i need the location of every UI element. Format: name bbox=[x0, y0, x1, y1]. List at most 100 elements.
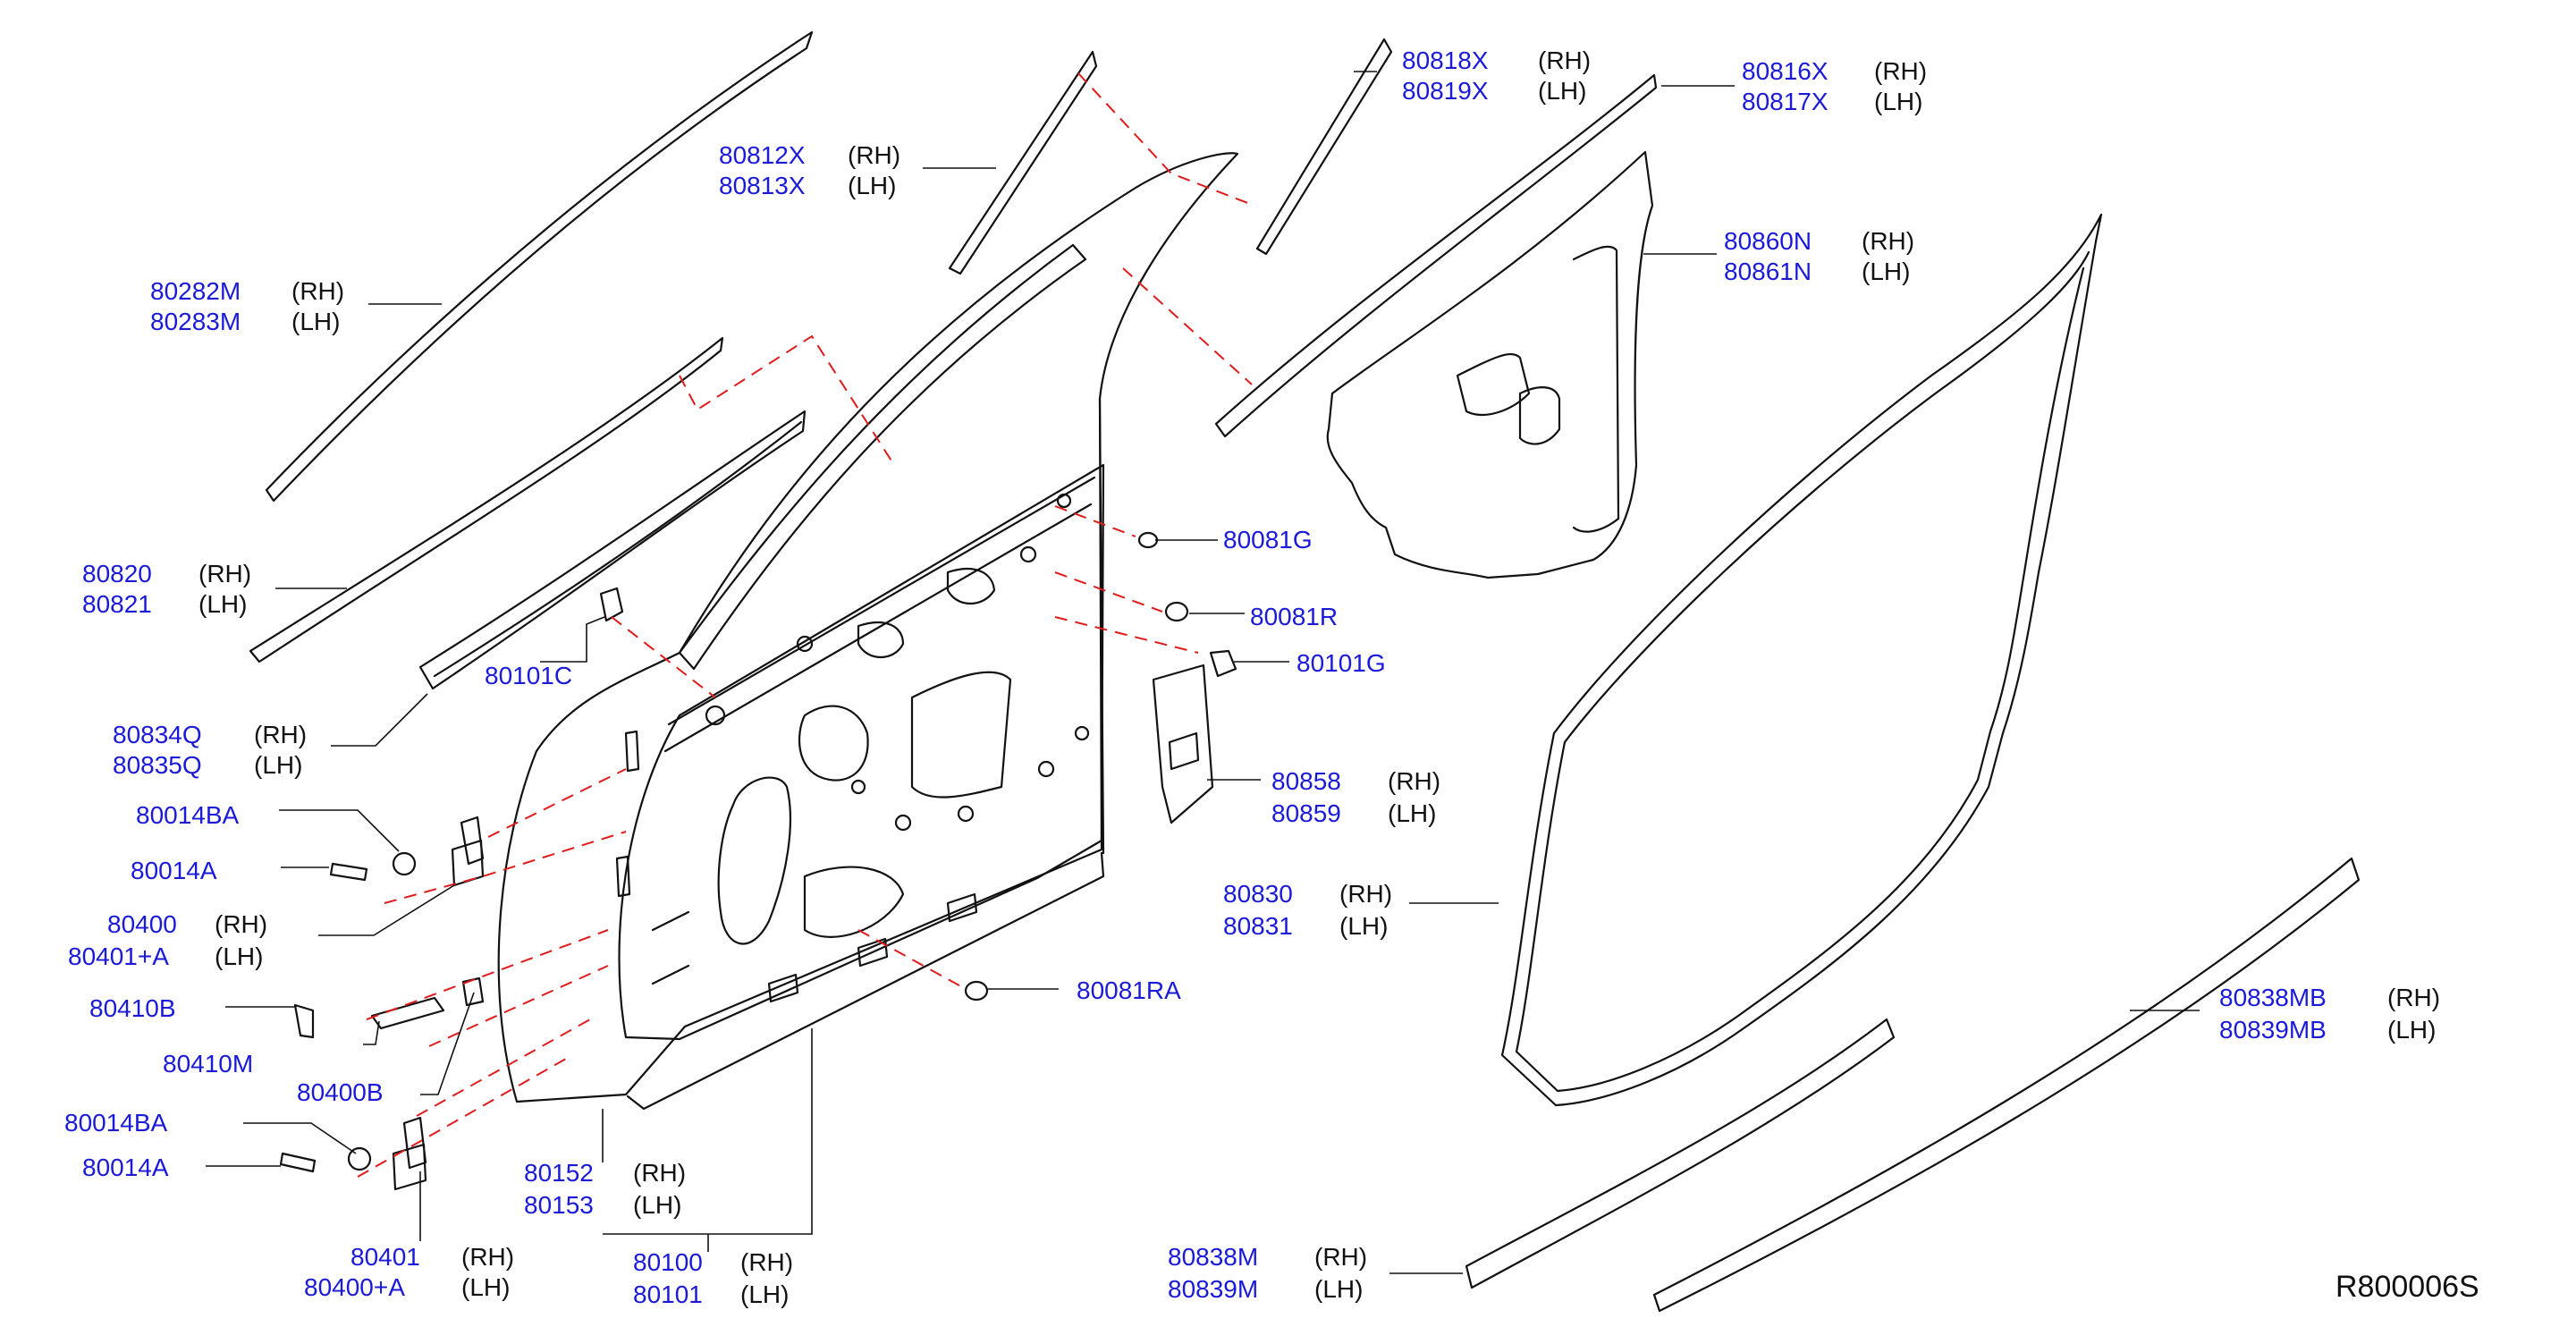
callout-number[interactable]: 80859 bbox=[1271, 799, 1341, 827]
hinge-bolt-lower bbox=[279, 1152, 317, 1173]
roof-molding-part bbox=[265, 30, 814, 503]
callout-side: (RH) bbox=[740, 1248, 794, 1276]
callout-number[interactable]: 80400B bbox=[297, 1078, 384, 1106]
sash-molding-part bbox=[1255, 38, 1393, 256]
callout-number[interactable]: 80839MB bbox=[2219, 1016, 2327, 1044]
callout-number[interactable]: 80401 bbox=[351, 1243, 420, 1271]
callout-number[interactable]: 80830 bbox=[1223, 880, 1293, 908]
clip-c-part bbox=[599, 587, 624, 622]
lower-hinge-part bbox=[392, 1116, 427, 1191]
callout-number[interactable]: 80081R bbox=[1250, 603, 1339, 630]
callout-number[interactable]: 80819X bbox=[1402, 77, 1489, 105]
callout-side: (LH) bbox=[198, 590, 248, 618]
callout-side: (LH) bbox=[848, 172, 897, 199]
callout-number[interactable]: 80081G bbox=[1223, 526, 1313, 554]
check-bolt bbox=[293, 1003, 315, 1039]
plug-r-part bbox=[1164, 601, 1189, 622]
callout-side: (RH) bbox=[633, 1159, 687, 1187]
leader-80410M bbox=[363, 1020, 380, 1045]
callout-side: (RH) bbox=[254, 721, 308, 748]
sealing-screen-part bbox=[1152, 664, 1214, 824]
leader-80400 bbox=[318, 884, 455, 936]
callout-number[interactable]: 80283M bbox=[150, 308, 241, 335]
callout-number[interactable]: 80400 bbox=[107, 910, 177, 938]
hinge-bolt-upper bbox=[329, 862, 368, 882]
callout-number[interactable]: 80861N bbox=[1724, 258, 1812, 285]
callout-side: (RH) bbox=[1314, 1243, 1368, 1271]
grommet-g-part bbox=[1137, 531, 1159, 549]
callout-number[interactable]: 80860N bbox=[1724, 227, 1812, 255]
callout-side: (LH) bbox=[1862, 258, 1911, 285]
callout-number[interactable]: 80831 bbox=[1223, 912, 1293, 940]
sealing-screen-large-part bbox=[1326, 150, 1654, 579]
callout-number[interactable]: 80101G bbox=[1296, 649, 1386, 677]
callout-number[interactable]: 80838MB bbox=[2219, 984, 2327, 1011]
diagram-code: R800006S bbox=[2335, 1270, 2479, 1304]
callout-number[interactable]: 80101 bbox=[633, 1281, 703, 1308]
callout-side: (LH) bbox=[1339, 912, 1389, 940]
callout-number[interactable]: 80817X bbox=[1742, 88, 1829, 115]
callout-number[interactable]: 80812X bbox=[719, 141, 806, 169]
callout-number[interactable]: 80101C bbox=[485, 662, 573, 689]
callout-number[interactable]: 80835Q bbox=[113, 751, 202, 779]
leader-80014BA bbox=[279, 809, 400, 852]
callout-number[interactable]: 80838M bbox=[1168, 1243, 1259, 1271]
upper-molding-part bbox=[1214, 73, 1658, 438]
clip-g-part bbox=[1209, 649, 1237, 678]
callout-side: (LH) bbox=[254, 751, 303, 779]
upper-hinge-part bbox=[451, 816, 485, 887]
callout-number[interactable]: 80839M bbox=[1168, 1275, 1259, 1303]
door-inner-panel bbox=[618, 463, 1105, 1041]
callout-side: (RH) bbox=[1388, 767, 1441, 795]
belt-molding-part bbox=[249, 336, 724, 664]
callout-side: (LH) bbox=[1314, 1275, 1364, 1303]
callout-number[interactable]: 80014BA bbox=[64, 1109, 168, 1137]
callout-number[interactable]: 80816X bbox=[1742, 57, 1829, 85]
callout-side: (LH) bbox=[2387, 1016, 2437, 1044]
hinge-nut-lower bbox=[347, 1146, 372, 1171]
callout-side: (RH) bbox=[2387, 984, 2441, 1011]
callout-side: (LH) bbox=[1388, 799, 1437, 827]
door-assembly bbox=[497, 152, 1239, 1111]
callout-side: (RH) bbox=[461, 1243, 515, 1271]
pillar-garnish-part bbox=[948, 50, 1098, 275]
door-outer-skin bbox=[497, 152, 1239, 1103]
callout-number[interactable]: 80820 bbox=[82, 560, 152, 587]
callout-number[interactable]: 80818X bbox=[1402, 46, 1489, 74]
callout-side: (RH) bbox=[1874, 57, 1928, 85]
callout-number[interactable]: 80100 bbox=[633, 1248, 703, 1276]
callout-number[interactable]: 80401+A bbox=[68, 942, 169, 970]
callout-side: (RH) bbox=[291, 277, 345, 305]
callout-number[interactable]: 80834Q bbox=[113, 721, 202, 748]
callout-side: (LH) bbox=[291, 308, 341, 335]
leader-80100 bbox=[603, 1028, 813, 1252]
callout-side: (LH) bbox=[740, 1281, 790, 1308]
callout-side: (LH) bbox=[1538, 77, 1587, 105]
callout-number[interactable]: 80858 bbox=[1271, 767, 1341, 795]
callout-number[interactable]: 80410M bbox=[163, 1050, 254, 1078]
lower-molding-part bbox=[1652, 857, 2361, 1313]
callout-side: (LH) bbox=[1874, 88, 1923, 115]
leader-80400B bbox=[420, 992, 475, 1095]
callout-number[interactable]: 80410B bbox=[89, 994, 176, 1022]
callout-number[interactable]: 80153 bbox=[524, 1191, 594, 1219]
sill-molding-part bbox=[1465, 1018, 1896, 1289]
hinge-nut-upper bbox=[392, 851, 417, 876]
inner-weatherstrip-part bbox=[418, 410, 807, 690]
callout-side: (LH) bbox=[633, 1191, 682, 1219]
callout-number[interactable]: 80014A bbox=[131, 857, 217, 884]
plug-ra-part bbox=[964, 980, 989, 1002]
callout-side: (RH) bbox=[1862, 227, 1915, 255]
callout-number[interactable]: 80014A bbox=[82, 1154, 169, 1181]
callout-number[interactable]: 80282M bbox=[150, 277, 241, 305]
callout-side: (RH) bbox=[848, 141, 901, 169]
callout-number[interactable]: 80081RA bbox=[1077, 976, 1181, 1004]
callout-side: (LH) bbox=[461, 1273, 511, 1301]
callout-number[interactable]: 80014BA bbox=[136, 801, 240, 829]
callout-number[interactable]: 80152 bbox=[524, 1159, 594, 1187]
callout-number[interactable]: 80821 bbox=[82, 590, 152, 618]
leader-80834Q bbox=[331, 693, 428, 747]
callout-number[interactable]: 80400+A bbox=[304, 1273, 405, 1301]
callout-number[interactable]: 80813X bbox=[719, 172, 806, 199]
